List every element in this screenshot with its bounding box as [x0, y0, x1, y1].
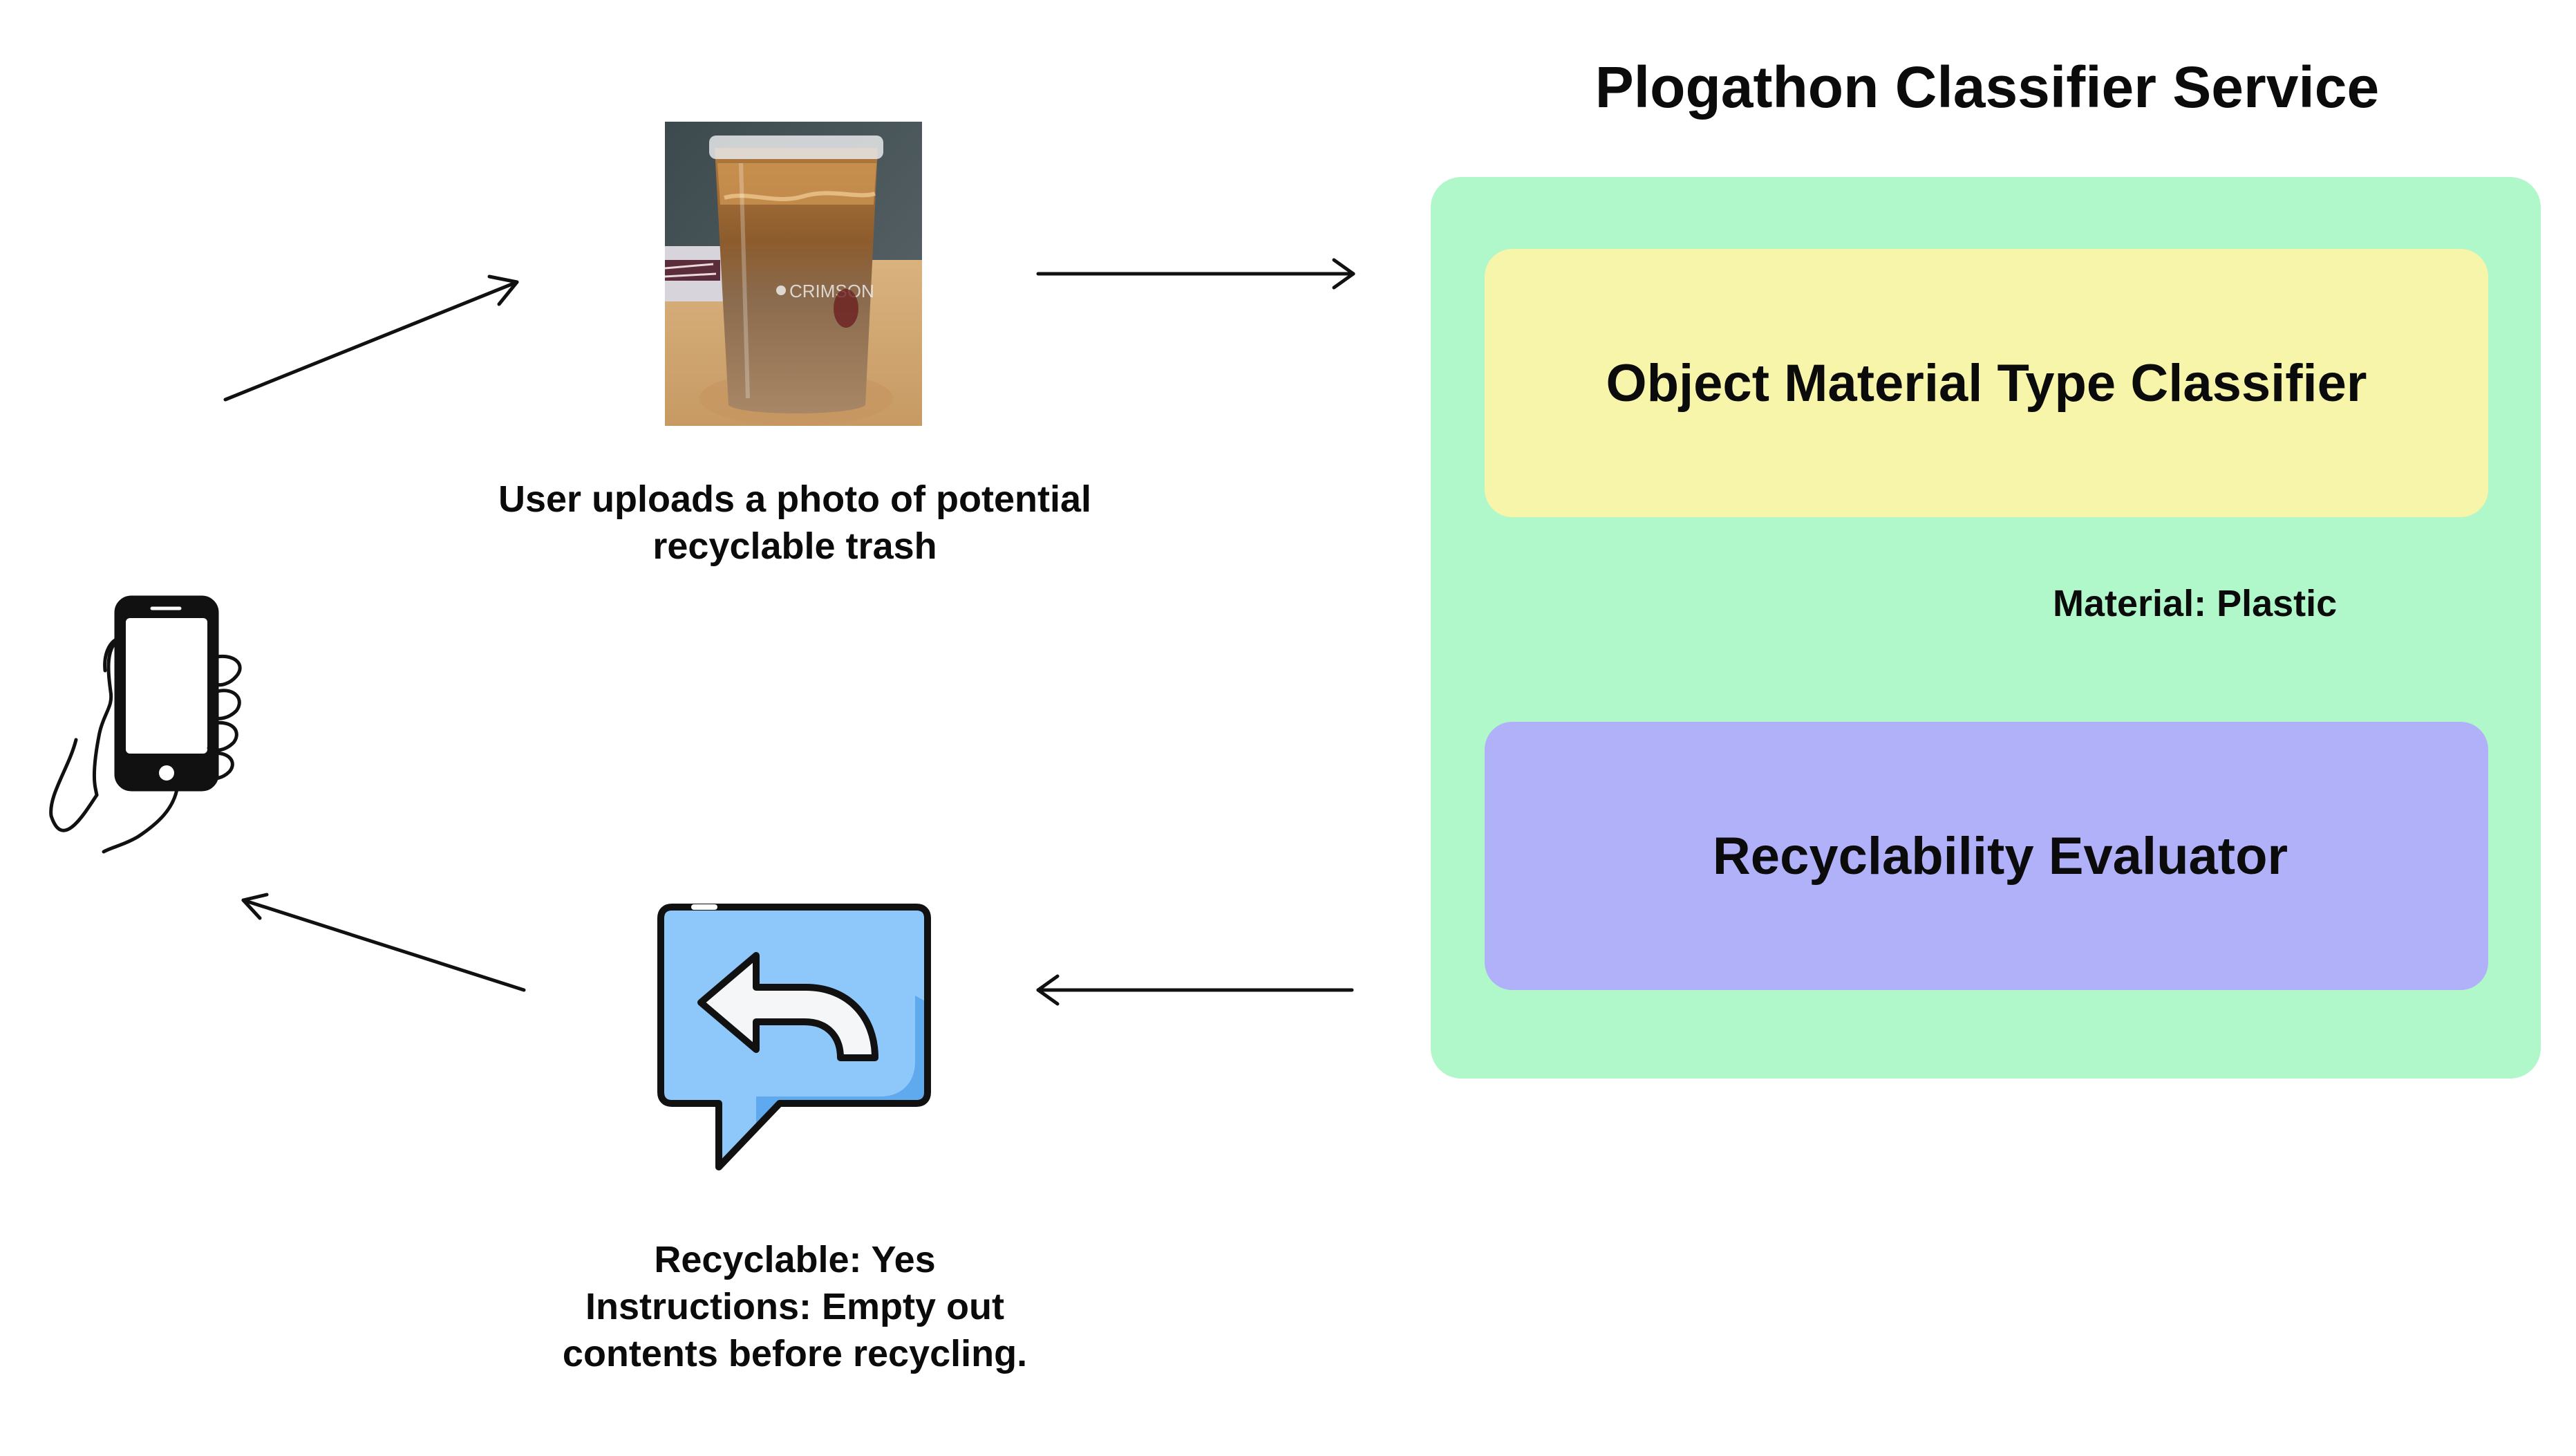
result-caption: Recyclable: Yes Instructions: Empty out …	[484, 1236, 1106, 1377]
recyclability-evaluator-box: Recyclability Evaluator	[1485, 722, 2488, 990]
arrow-phone-to-photo	[223, 274, 519, 402]
result-line-instructions: Instructions: Empty out	[585, 1286, 1004, 1327]
result-line-recyclable: Recyclable: Yes	[654, 1239, 936, 1280]
arrow-photo-to-service	[1036, 258, 1355, 290]
material-classifier-label: Object Material Type Classifier	[1606, 353, 2367, 413]
reply-speech-bubble-icon	[657, 904, 931, 1170]
result-line-instructions-cont: contents before recycling.	[562, 1333, 1028, 1374]
recyclability-evaluator-label: Recyclability Evaluator	[1712, 826, 2288, 886]
uploaded-trash-photo: CRIMSON	[665, 122, 922, 426]
arrow-service-to-reply	[1036, 974, 1354, 1006]
arrow-reply-to-phone	[241, 893, 526, 992]
service-title: Plogathon Classifier Service	[1595, 55, 2380, 120]
cup-print-text: CRIMSON	[789, 281, 874, 301]
material-flow-label: Material: Plastic	[2053, 583, 2338, 624]
material-classifier-box: Object Material Type Classifier	[1485, 249, 2488, 517]
upload-caption: User uploads a photo of potential recycl…	[498, 478, 1091, 567]
hand-holding-phone-icon	[49, 595, 242, 854]
